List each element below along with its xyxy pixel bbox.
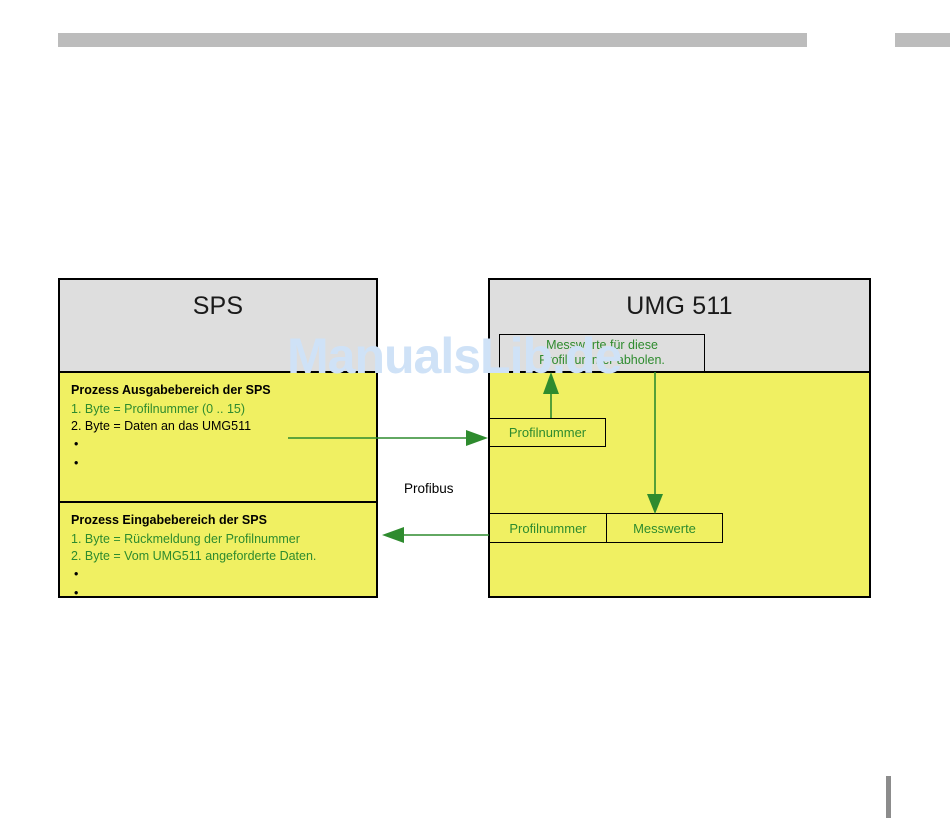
umg-profile-number-label-top: Profilnummer [508,425,587,440]
sps-input-area-heading: Prozess Eingabebereich der SPS [71,513,267,527]
sps-title: SPS [192,292,244,320]
sps-output-line-1: 1. Byte = Profilnummer (0 .. 15) [71,402,246,416]
sps-output-line-2: 2. Byte = Daten an das UMG511 [71,419,252,433]
arrow-umg-to-sps [382,527,489,543]
umg-measured-values-label: Messwerte [633,520,696,536]
page-header-bar-secondary [895,33,950,47]
sps-input-bullet-2: • [74,586,79,600]
umg-callout-box: Messwerte für diese Profilnummer abholen… [499,334,705,372]
umg-title: UMG 511 [626,292,733,320]
sps-input-bullet-1: • [74,567,79,581]
sps-input-line-1: 1. Byte = Rückmeldung der Profilnummer [71,532,300,546]
sps-output-area-heading: Prozess Ausgabebereich der SPS [71,383,271,397]
sps-output-bullet-1: • [74,437,79,451]
sps-device-box: SPS Prozess Ausgabebereich der SPS 1. By… [58,278,378,600]
sps-output-bullet-2: • [74,456,79,470]
sps-header: SPS [60,280,376,373]
umg-measured-values-box: Messwerte [606,513,723,543]
sps-input-area-section: Prozess Eingabebereich der SPS 1. Byte =… [60,503,376,600]
sps-output-area-section: Prozess Ausgabebereich der SPS 1. Byte =… [60,373,376,503]
profibus-bus-label: Profibus [404,481,454,496]
umg-callout-line-1: Messwerte für diese [546,338,658,352]
sps-input-line-2: 2. Byte = Vom UMG511 angeforderte Daten. [71,549,317,563]
umg-callout-line-2: Profilnummer abholen. [539,353,665,367]
umg-profile-number-box-bottom: Profilnummer [489,513,607,543]
page-header-bar [58,33,807,47]
umg-profile-number-box-top: Profilnummer [489,418,606,447]
umg-profile-number-label-bottom: Profilnummer [509,520,587,536]
page-footer-marker [886,776,891,818]
